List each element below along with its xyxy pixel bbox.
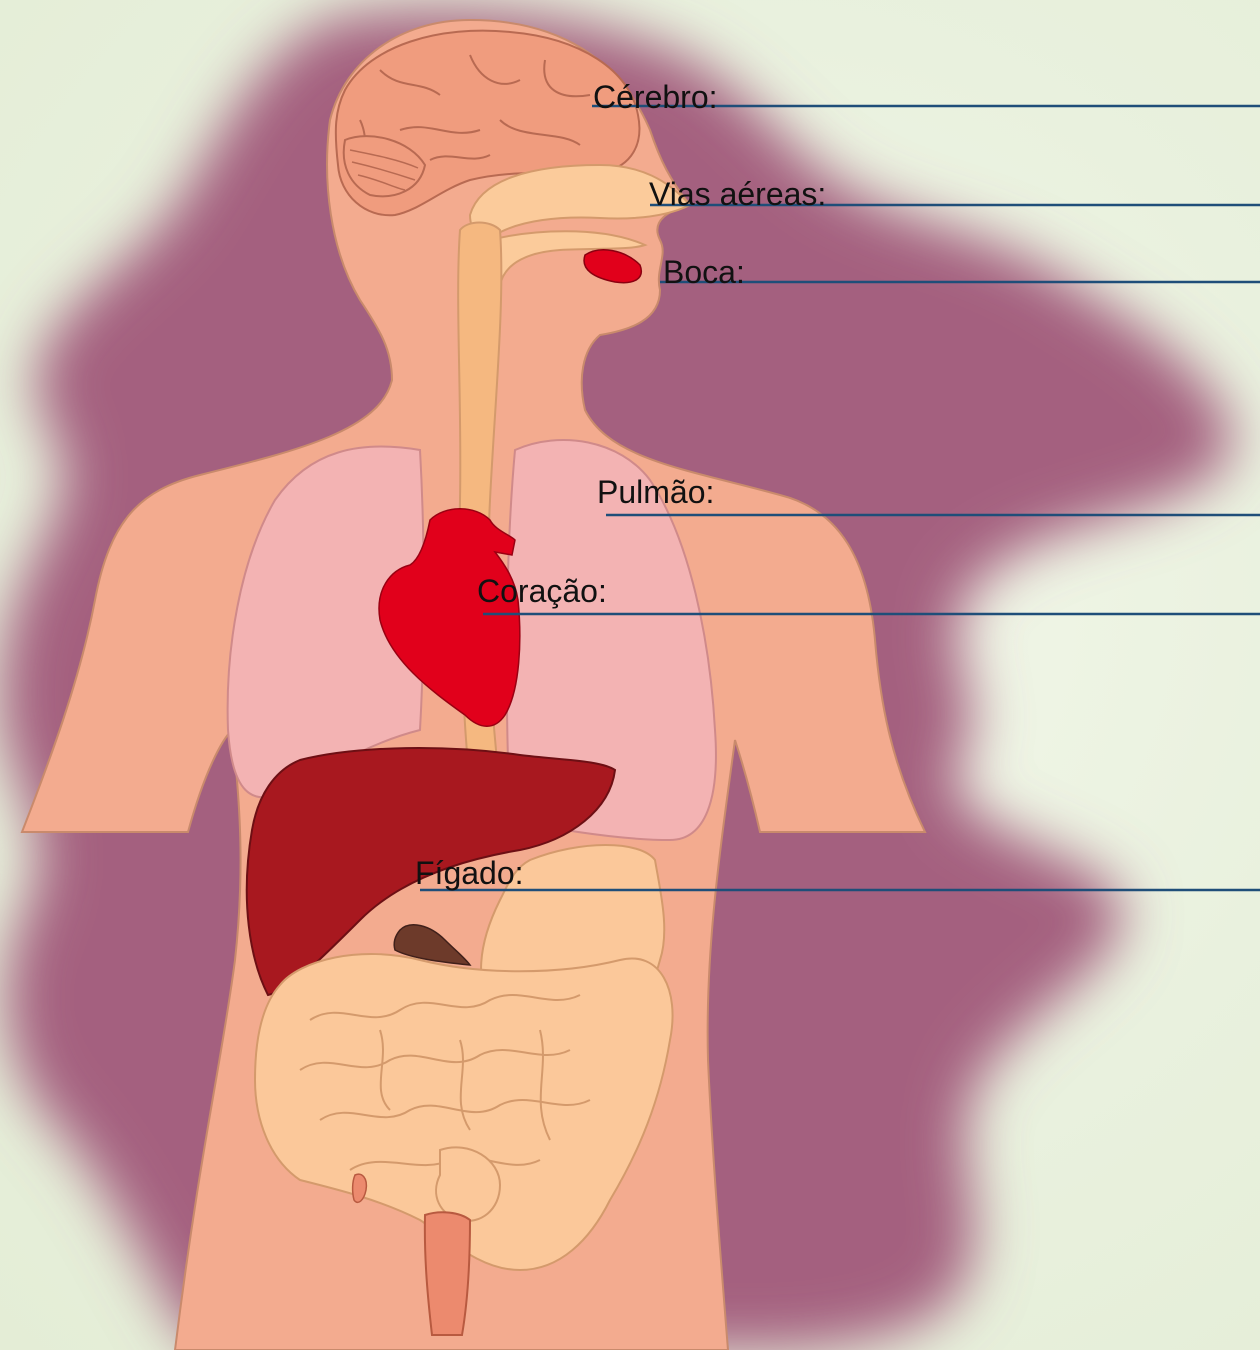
label-pulmao: Pulmão: (597, 476, 714, 508)
label-vias-aereas: Vias aéreas: (649, 178, 826, 210)
label-boca: Boca: (663, 256, 745, 288)
label-cerebro: Cérebro: (593, 81, 718, 113)
label-coracao: Coração: (477, 575, 607, 607)
label-figado: Fígado: (415, 857, 524, 889)
